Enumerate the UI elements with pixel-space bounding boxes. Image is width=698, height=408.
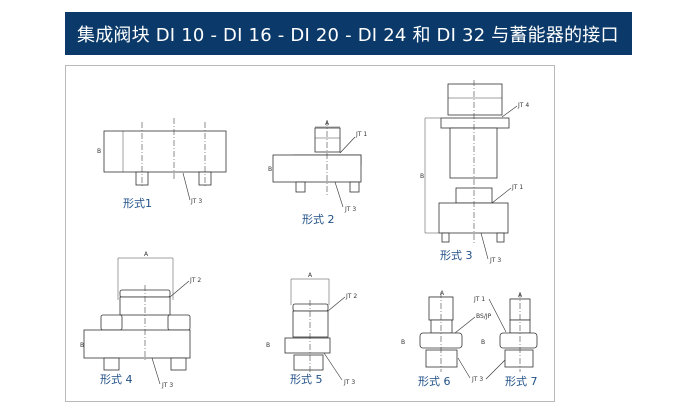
jt3-label: JT 3 — [190, 198, 202, 205]
jt3-label: JT 3 — [344, 206, 356, 213]
figure-caption: 形式 6 — [418, 375, 451, 388]
figure-caption: 形式 5 — [290, 373, 323, 386]
figure-caption: 形式 3 — [440, 249, 473, 262]
jt4-label: JT 4 — [517, 102, 529, 109]
figure-2: A B JT 1 JT 3 形式 2 — [268, 120, 367, 226]
dim-b-label: B — [268, 166, 272, 173]
jt3-label: JT 3 — [343, 379, 355, 386]
figure-3: B JT 4 JT 1 JT 3 形式 3 — [420, 80, 529, 264]
diagram-frame — [65, 65, 555, 402]
jt2-label: JT 2 — [345, 293, 357, 300]
jt1-label: JT 1 — [473, 296, 485, 303]
dim-a-label: A — [325, 120, 330, 127]
figure-5: A B JT 2 JT 3 形式 5 — [266, 272, 357, 386]
bsjp-label: BS/JP — [476, 313, 492, 320]
dim-b-label: B — [80, 342, 84, 349]
figure-caption: 形式1 — [123, 197, 152, 210]
dim-b-label: B — [481, 339, 485, 346]
figure-4: A B JT 2 JT 3 形式 4 — [80, 251, 201, 389]
figure-7: A B JT 1 形式 7 — [473, 292, 538, 388]
page-title: 集成阀块 DI 10 - DI 16 - DI 20 - DI 24 和 DI … — [77, 25, 619, 46]
dim-a-label: A — [440, 290, 445, 297]
jt3-label: JT 3 — [471, 376, 483, 383]
jt2-label: JT 2 — [189, 277, 201, 284]
figure-caption: 形式 4 — [100, 373, 133, 386]
figure-6: A B BS/JP JT 3 形式 6 — [401, 290, 492, 388]
dim-b-label: B — [401, 339, 405, 346]
jt3-label: JT 3 — [489, 257, 501, 264]
dim-a-label: A — [144, 251, 149, 258]
dim-b-label: B — [97, 148, 101, 155]
title-banner: 集成阀块 DI 10 - DI 16 - DI 20 - DI 24 和 DI … — [65, 12, 632, 55]
figure-1: B JT 3 形式1 — [97, 118, 227, 210]
jt1-label: JT 1 — [511, 184, 523, 191]
dim-a-label: A — [308, 272, 313, 279]
figure-caption: 形式 2 — [302, 213, 335, 226]
dim-b-label: B — [266, 342, 270, 349]
dim-a-label: A — [518, 292, 523, 299]
dim-b-label: B — [420, 173, 424, 180]
jt3-label: JT 3 — [161, 382, 173, 389]
jt1-label: JT 1 — [355, 131, 367, 138]
figure-caption: 形式 7 — [505, 375, 538, 388]
